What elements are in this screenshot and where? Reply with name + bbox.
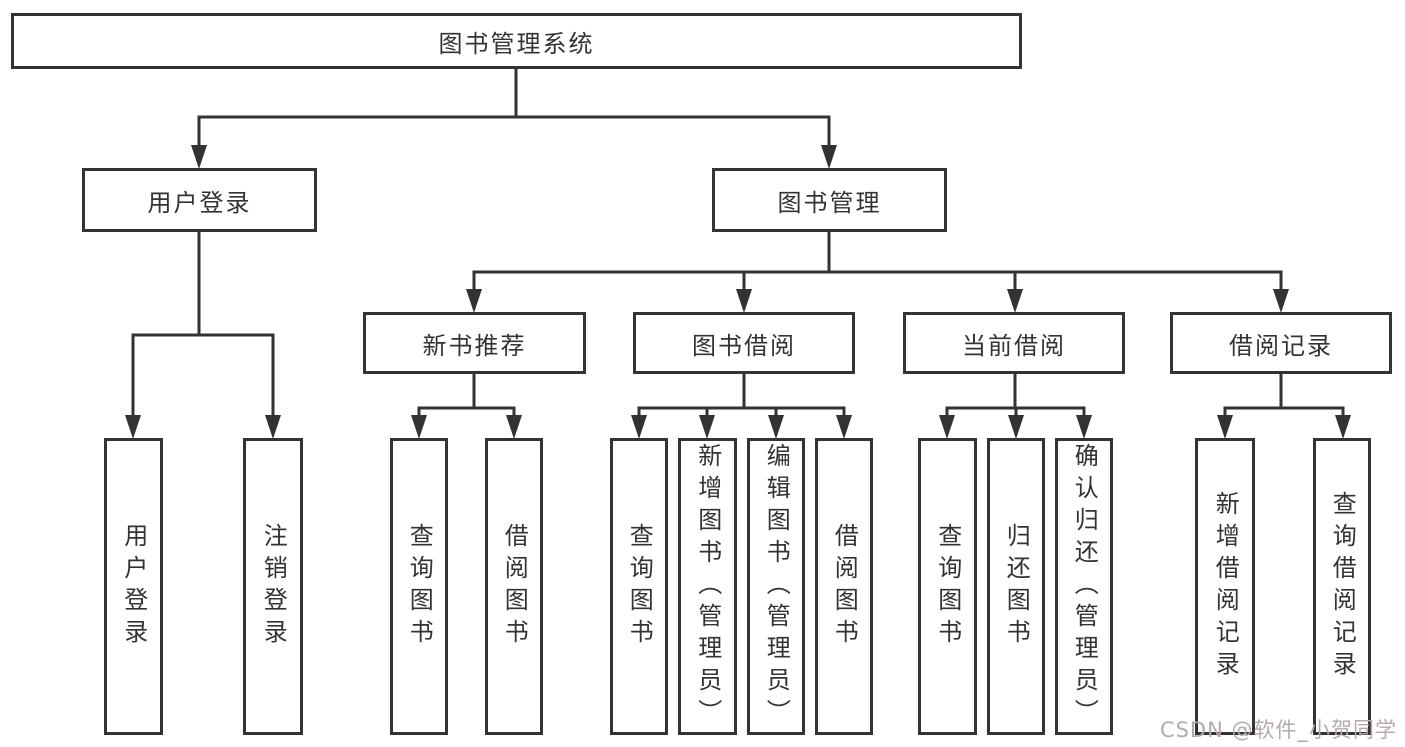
node-label: 查询图书 — [933, 522, 962, 651]
leaf-borrow-books: 借阅图书 — [815, 438, 873, 735]
node-new-book-recommend: 新书推荐 — [363, 312, 586, 374]
node-label: 新书推荐 — [422, 331, 527, 360]
node-label: 图书管理系统 — [438, 29, 595, 58]
node-label: 用户登录 — [119, 522, 148, 651]
csdn-watermark: CSDN @软件_小贺同学 — [1159, 718, 1397, 742]
leaf-query-books-borrowing: 查询图书 — [610, 438, 668, 735]
node-label: 新增借阅记录 — [1211, 490, 1240, 683]
node-user-login: 用户登录 — [82, 168, 317, 232]
leaf-return-books: 归还图书 — [987, 438, 1045, 735]
leaf-query-books-recommend: 查询图书 — [390, 438, 448, 735]
node-book-borrowing: 图书借阅 — [633, 312, 855, 374]
node-label: 查询图书 — [405, 522, 434, 651]
node-label: 注销登录 — [259, 522, 288, 651]
node-label: 当前借阅 — [962, 331, 1066, 360]
node-label: 查询借阅记录 — [1328, 490, 1357, 683]
node-label: 图书管理 — [777, 188, 882, 217]
node-current-borrowing: 当前借阅 — [903, 312, 1125, 374]
leaf-borrow-books-recommend: 借阅图书 — [485, 438, 543, 735]
node-library-management-system: 图书管理系统 — [11, 13, 1022, 69]
leaf-confirm-return-admin: 确认归还（管理员） — [1055, 438, 1113, 735]
node-label: 图书借阅 — [692, 331, 796, 360]
node-label: 归还图书 — [1002, 522, 1031, 651]
node-label: 借阅图书 — [500, 522, 529, 651]
leaf-edit-books-admin: 编辑图书（管理员） — [747, 438, 805, 735]
node-label: 用户登录 — [147, 188, 252, 217]
node-label: 查询图书 — [625, 522, 654, 651]
leaf-query-borrow-record: 查询借阅记录 — [1313, 438, 1371, 735]
leaf-logout: 注销登录 — [243, 438, 303, 735]
leaf-user-login: 用户登录 — [104, 438, 163, 735]
leaf-query-books-current: 查询图书 — [918, 438, 977, 735]
node-label: 编辑图书（管理员） — [762, 442, 791, 731]
node-label: 借阅记录 — [1229, 331, 1333, 360]
node-label: 确认归还（管理员） — [1070, 442, 1099, 731]
node-borrowing-records: 借阅记录 — [1170, 312, 1392, 374]
leaf-add-borrow-record: 新增借阅记录 — [1195, 438, 1255, 735]
node-label: 新增图书（管理员） — [693, 442, 722, 731]
node-book-management: 图书管理 — [712, 168, 947, 232]
leaf-add-books-admin: 新增图书（管理员） — [678, 438, 737, 735]
node-label: 借阅图书 — [830, 522, 859, 651]
